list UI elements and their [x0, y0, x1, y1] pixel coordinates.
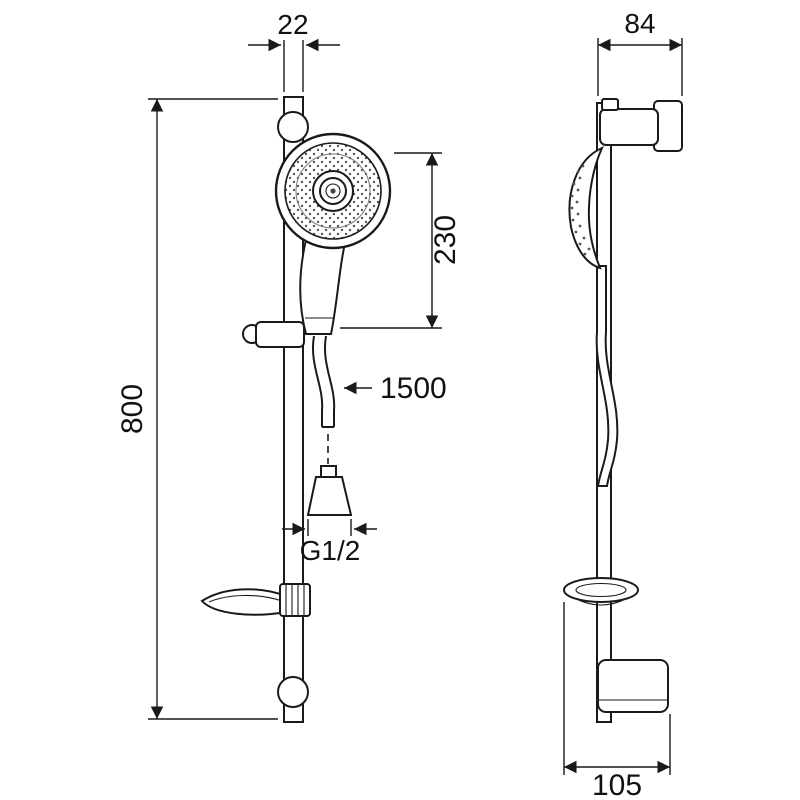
soap-dish-front: [200, 583, 311, 617]
hose-length-label: 1500: [380, 372, 447, 405]
dimension-rail-width: 22: [248, 9, 340, 92]
dimension-thread: G1/2: [282, 519, 377, 566]
dish-inner-rim: [575, 582, 627, 598]
shower-hose-front: [312, 335, 336, 464]
side-view: 84 105: [563, 8, 683, 800]
spray-zone-ring: [295, 153, 371, 229]
head-center-cap: [325, 183, 341, 199]
soap-dish-rim-line: [208, 594, 283, 603]
dimension-rail-length: 800: [116, 98, 278, 720]
soap-dish-clamp: [279, 583, 311, 617]
bracket-depth-label: 84: [624, 8, 655, 39]
rail-width-label: 22: [277, 9, 308, 40]
front-view: 800: [116, 9, 462, 723]
wall-bracket-top-side: [599, 98, 683, 152]
shower-head-side: [568, 146, 604, 270]
dimension-handset-height: 230: [340, 152, 462, 329]
soap-dish-tray: [200, 588, 287, 616]
dimension-hose-length: 1500: [344, 372, 447, 405]
holder-body: [597, 659, 669, 713]
dimension-bracket-depth: 84: [597, 8, 683, 96]
stipple-dots: [570, 164, 591, 256]
clamp-ribs: [285, 584, 305, 616]
rail-length-label: 800: [116, 384, 149, 434]
hose-fitting: [306, 465, 353, 516]
wall-bracket-top-front: [277, 111, 309, 143]
dimension-holder-depth: 105: [563, 602, 671, 800]
shower-head-front: [274, 132, 392, 250]
head-center-dot: [330, 188, 336, 194]
clamp-body: [255, 321, 305, 348]
thread-size-label: G1/2: [300, 535, 361, 566]
fitting-cone: [306, 476, 353, 516]
handset-height-label: 230: [429, 215, 462, 265]
handset-handle-front: [299, 226, 350, 335]
wall-bracket-bottom-front: [277, 676, 309, 708]
slider-clamp: [242, 321, 305, 348]
fitting-neck: [320, 465, 337, 478]
bracket-arm: [599, 108, 659, 146]
slide-rail-front: [283, 96, 304, 723]
soap-dish-side: [563, 577, 639, 606]
handle-body: [299, 226, 350, 335]
dish-rim: [563, 577, 639, 603]
holder-bracket-side: [597, 659, 669, 713]
head-profile: [568, 146, 604, 270]
bracket-top-nub: [601, 98, 619, 111]
shower-hose-side: [595, 265, 619, 487]
holder-depth-label: 105: [592, 769, 642, 800]
